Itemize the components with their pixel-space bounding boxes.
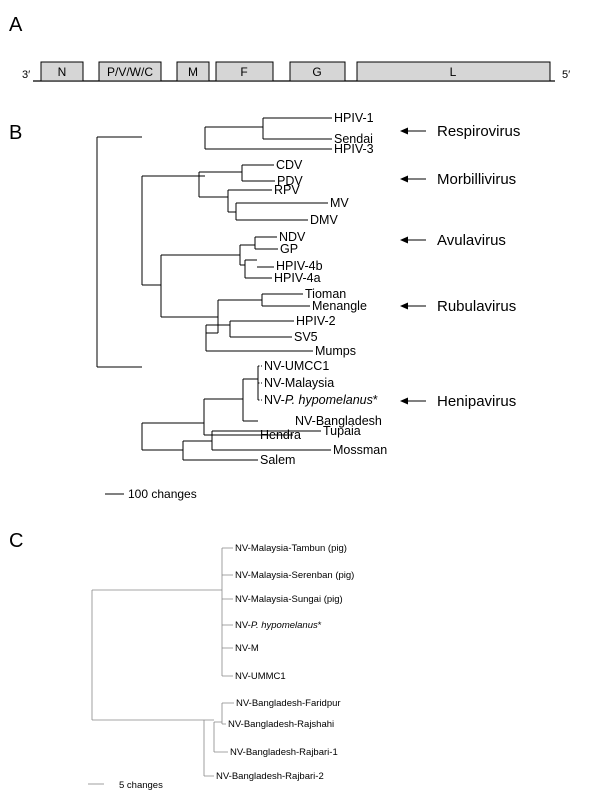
leaf-hpiv4a: HPIV-4a [274,271,321,285]
leaf-sv5: SV5 [294,330,318,344]
leaf-ndv: NDV [279,230,306,244]
leaf-dmv: DMV [310,213,338,227]
gene-g-box [289,61,346,82]
leaf-hpiv3: HPIV-3 [334,142,374,156]
arrow-head-henipavirus [400,397,408,405]
panel-b-letter: B [9,122,22,144]
panel-c: C NV-Malaysia-Tambun (pig) NV-Malaysia-S… [9,530,354,791]
gene-g: G [289,61,346,82]
label-avulavirus: Avulavirus [437,232,506,249]
tree-c-leaves: NV-Malaysia-Tambun (pig) NV-Malaysia-Ser… [216,543,354,782]
leaf-nv-malaysia-sungai: NV-Malaysia-Sungai (pig) [235,594,343,605]
gene-n: N [40,61,84,82]
gene-pvwc-label: P/V/W/C [107,65,153,79]
leaf-sendai: Sendai [334,132,373,146]
gene-l-box [356,61,551,82]
arrow-head-respirovirus [400,127,408,135]
scale-bar-b-label: 100 changes [128,487,197,501]
leaf-nv-p-hypomelanus-asterisk: * [373,393,378,407]
gene-f-label: F [240,65,247,79]
leaf-cdv: CDV [276,158,303,172]
gene-g-label: G [312,65,321,79]
gene-m: M [176,61,210,82]
leaf-nv-m: NV-M [235,643,259,654]
leaf-menangle: Menangle [312,299,367,313]
gene-f: F [215,61,274,82]
five-prime-label: 5′ [562,69,570,81]
tree-b-branches [96,117,332,461]
genus-annotations: Respirovirus Morbillivirus Avulavirus Ru… [400,123,520,410]
leaf-nv-p-hypomelanus-c-species: P. hypomelanus [251,620,318,631]
leaf-nv-ummc1: NV-UMMC1 [235,671,286,682]
leaf-hendra: Hendra [260,428,301,442]
leaf-nv-p-hypomelanus-prefix: NV- [264,393,285,407]
leaf-nv-malaysia-serenban: NV-Malaysia-Serenban (pig) [235,570,354,581]
label-henipavirus: Henipavirus [437,393,516,410]
leaf-nv-p-hypomelanus-c-asterisk: * [318,620,322,631]
arrow-head-morbillivirus [400,175,408,183]
scale-bar-c-label: 5 changes [119,780,163,791]
leaf-rpv: RPV [274,183,300,197]
leaf-nv-bangladesh: NV-Bangladesh [295,414,382,428]
leaf-nv-bangladesh-rajbari-1: NV-Bangladesh-Rajbari-1 [230,747,338,758]
leaf-nv-bangladesh-rajbari-2: NV-Bangladesh-Rajbari-2 [216,771,324,782]
genus-henipavirus: Henipavirus [400,393,516,410]
leaf-salem: Salem [260,453,295,467]
gene-l: L [356,61,551,82]
leaf-nv-umcc1: NV-UMCC1 [264,359,329,373]
genus-avulavirus: Avulavirus [400,232,506,249]
label-respirovirus: Respirovirus [437,123,520,140]
arrow-head-avulavirus [400,236,408,244]
leaf-nv-p-hypomelanus-c-prefix: NV- [235,620,251,631]
leaf-tioman: Tioman [305,287,346,301]
genus-rubulavirus: Rubulavirus [400,298,516,315]
tree-b-leaves: HPIV-1 Sendai HPIV-3 CDV PDV RPV MV DMV … [260,111,387,467]
leaf-nv-p-hypomelanus-c: NV-P. hypomelanus* [235,620,322,631]
leaf-mossman: Mossman [333,443,387,457]
gene-l-label: L [450,65,457,79]
scale-bar-b: 100 changes [105,487,197,501]
leaf-hpiv4b: HPIV-4b [276,259,323,273]
label-rubulavirus: Rubulavirus [437,298,516,315]
leaf-pdv: PDV [277,174,303,188]
leaf-hpiv1: HPIV-1 [334,111,374,125]
leaf-nv-malaysia: NV-Malaysia [264,376,334,390]
gene-m-box [176,61,210,82]
panel-b: B [9,111,520,501]
leaf-mv: MV [330,196,349,210]
gene-pvwc: P/V/W/C [98,61,162,82]
gene-m-label: M [188,65,198,79]
gene-f-box [215,61,274,82]
scale-bar-c: 5 changes [88,780,163,791]
leaf-nv-malaysia-tambun: NV-Malaysia-Tambun (pig) [235,543,347,554]
gene-pvwc-box [98,61,162,82]
leaf-hpiv2: HPIV-2 [296,314,336,328]
leaf-nv-p-hypomelanus: NV-P. hypomelanus* [264,393,378,407]
three-prime-label: 3′ [22,69,30,81]
leaf-gp: GP [280,242,298,256]
panel-a-letter: A [9,14,23,36]
gene-n-label: N [58,65,67,79]
leaf-nv-bangladesh-faridpur: NV-Bangladesh-Faridpur [236,698,341,709]
panel-a: A 3′ 5′ N P/V/W/C M F G L [9,14,570,82]
panel-c-letter: C [9,530,23,552]
leaf-tupaia: Tupaia [323,424,361,438]
leaf-nv-bangladesh-rajshahi: NV-Bangladesh-Rajshahi [228,719,334,730]
leaf-nv-p-hypomelanus-species: P. hypomelanus [285,393,373,407]
genus-respirovirus: Respirovirus [400,123,520,140]
tree-c-branches [91,547,234,777]
leaf-mumps: Mumps [315,344,356,358]
label-morbillivirus: Morbillivirus [437,171,516,188]
genus-morbillivirus: Morbillivirus [400,171,516,188]
gene-n-box [40,61,84,82]
arrow-head-rubulavirus [400,302,408,310]
